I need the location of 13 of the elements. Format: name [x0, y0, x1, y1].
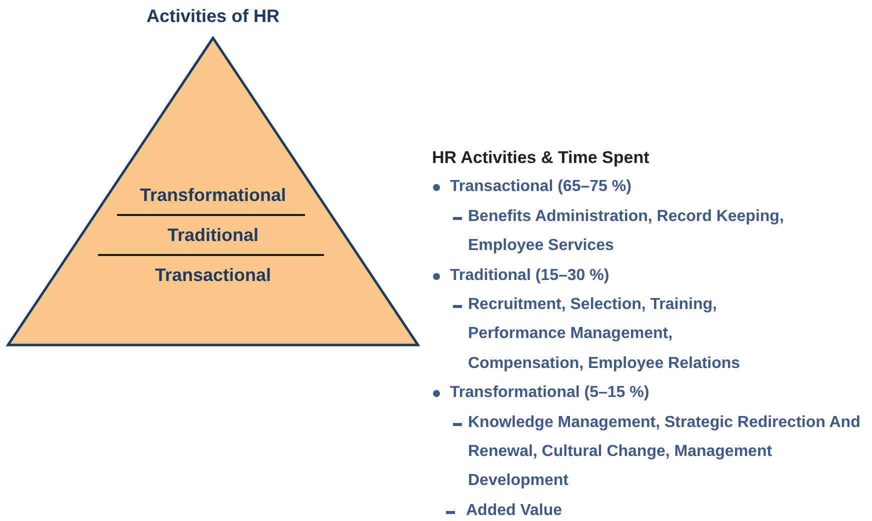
- bullet-item: Transactional (65–75 %): [450, 177, 632, 198]
- layer-label: Transactional: [154, 264, 272, 286]
- bullet-item: Transformational (5–15 %): [450, 383, 650, 404]
- diagram-title: Activities of HR: [145, 6, 281, 27]
- sub-item: Benefits Administration, Record Keeping, Employee Services: [468, 206, 785, 256]
- bullet-item: Traditional (15–30 %): [450, 266, 610, 286]
- sub-item: Knowledge Management, Strategic Redirection And Renewal, Cultural Change, Management Development: [468, 412, 862, 492]
- pyramid-triangle: [6, 36, 420, 347]
- sub-item: Added Value: [466, 500, 564, 521]
- layer-label: Traditional: [166, 224, 260, 246]
- list-heading: HR Activities & Time Spent: [432, 147, 650, 169]
- layer-label: Transformational: [138, 184, 288, 206]
- sub-item: Recruitment, Selection, Training, Performance Management, Compensation, Employee Relations: [468, 295, 742, 374]
